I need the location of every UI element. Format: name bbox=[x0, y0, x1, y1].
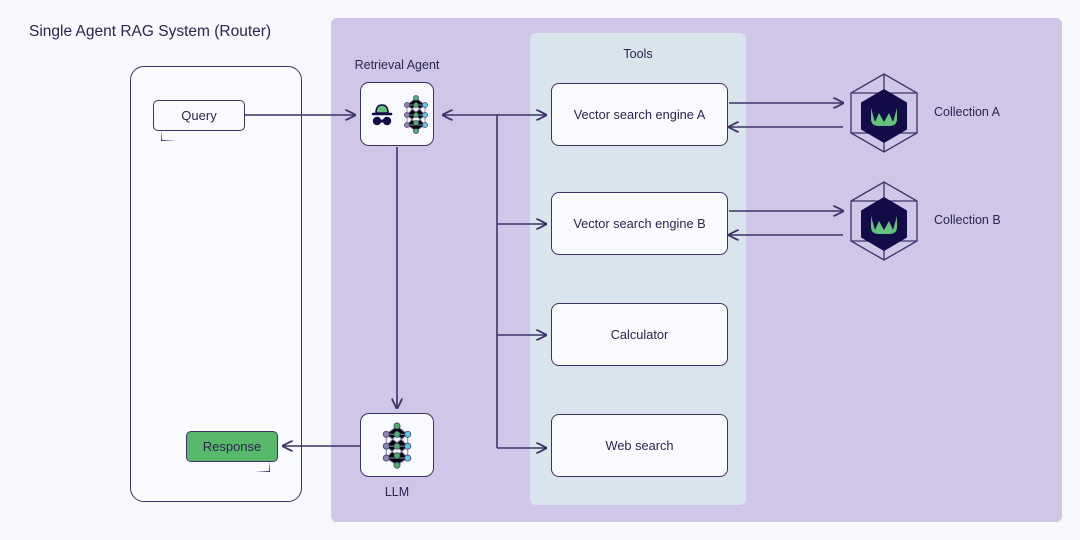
neural-network-icon bbox=[382, 422, 412, 469]
weaviate-hex-logo bbox=[850, 73, 918, 153]
neural-network-icon bbox=[403, 95, 428, 134]
query-bubble[interactable]: Query bbox=[153, 100, 245, 141]
tools-caption: Tools bbox=[623, 47, 653, 61]
retrieval-agent-caption: Retrieval Agent bbox=[354, 58, 440, 72]
incognito-hat-icon bbox=[371, 104, 392, 126]
tool-label: Vector search engine B bbox=[573, 216, 706, 231]
tool-vector-search-engine-b[interactable]: Vector search engine B bbox=[551, 192, 728, 255]
retrieval-agent-node[interactable] bbox=[360, 82, 434, 146]
collection-b-logo[interactable] bbox=[845, 180, 923, 267]
weaviate-hex-logo bbox=[850, 181, 918, 261]
query-label: Query bbox=[181, 108, 217, 123]
response-bubble[interactable]: Response bbox=[186, 431, 278, 472]
llm-caption: LLM bbox=[384, 485, 410, 499]
collection-a-logo[interactable] bbox=[845, 72, 923, 159]
response-bubble-tail bbox=[255, 461, 270, 472]
user-io-container bbox=[130, 66, 302, 502]
tool-web-search[interactable]: Web search bbox=[551, 414, 728, 477]
collection-b-label: Collection B bbox=[934, 213, 1001, 227]
page-title: Single Agent RAG System (Router) bbox=[29, 23, 272, 40]
tool-calculator[interactable]: Calculator bbox=[551, 303, 728, 366]
tool-label: Web search bbox=[605, 438, 674, 453]
tool-label: Vector search engine A bbox=[573, 107, 706, 122]
collection-a-label: Collection A bbox=[934, 105, 1001, 119]
llm-node[interactable] bbox=[360, 413, 434, 477]
tool-label: Calculator bbox=[610, 327, 669, 342]
response-label: Response bbox=[202, 439, 262, 454]
query-bubble-tail bbox=[161, 130, 176, 141]
tool-vector-search-engine-a[interactable]: Vector search engine A bbox=[551, 83, 728, 146]
